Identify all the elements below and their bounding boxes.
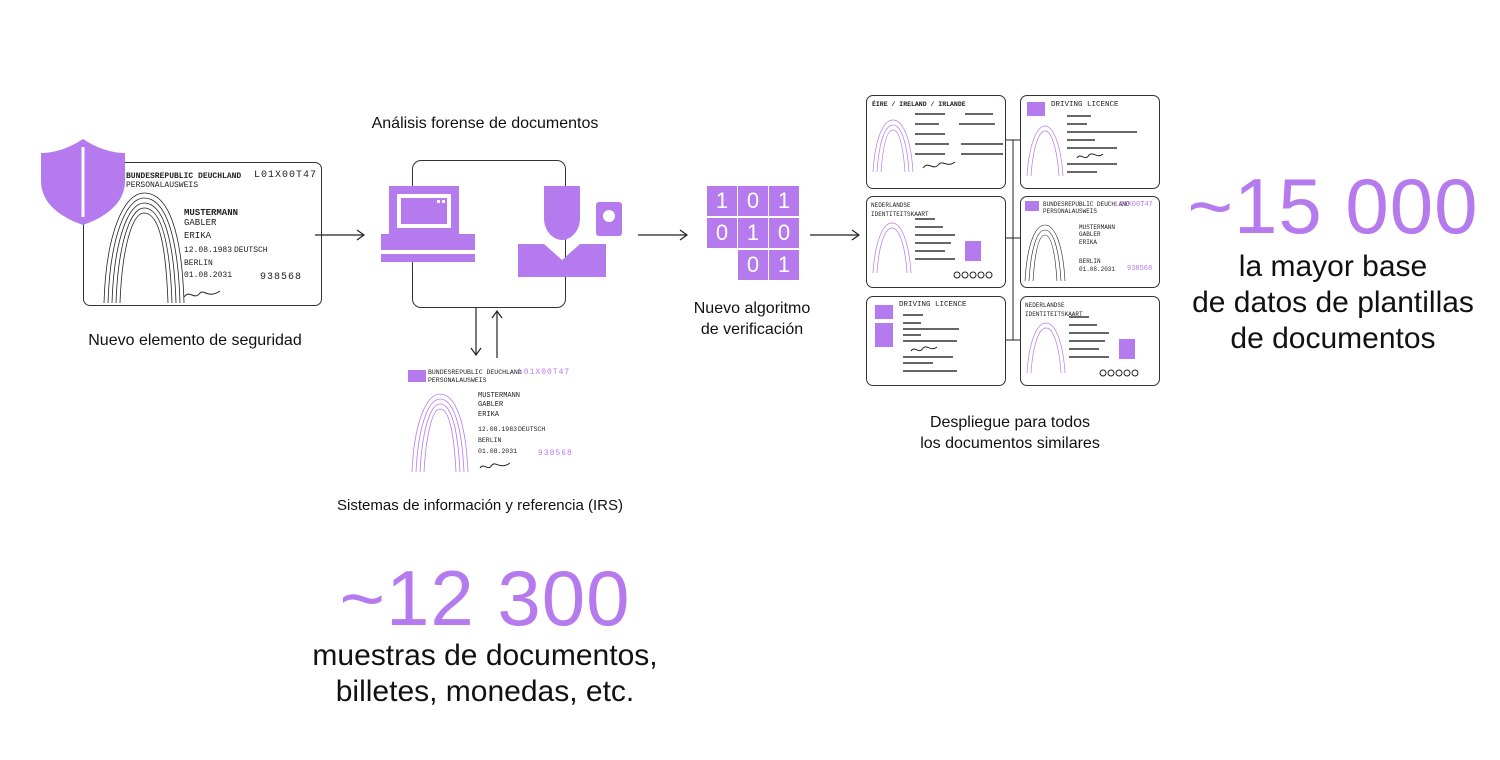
doc-card-netherlands-1: NEDERLANDSE IDENTITEITSKAART xyxy=(866,196,1006,288)
irs-country: BUNDESREPUBLIC DEUCHLAND xyxy=(428,369,522,376)
de-surname: MUSTERMANN xyxy=(1079,224,1116,231)
portrait-silhouette xyxy=(103,192,185,304)
security-element-label: Nuevo elemento de seguridad xyxy=(88,332,302,349)
card-birthname: GABLER xyxy=(184,218,217,228)
irs-expiry: 01.08.2031 xyxy=(478,448,518,455)
nl-portrait-2 xyxy=(1026,322,1066,374)
licence-lines-1 xyxy=(1067,115,1137,173)
card-givenname: ERIKA xyxy=(184,231,212,241)
bit-2-1: 0 xyxy=(707,218,737,248)
irs-label: Sistemas de información y referencia (IR… xyxy=(337,497,623,514)
bit-1-1: 1 xyxy=(707,186,737,216)
card-place: BERLIN xyxy=(184,259,213,268)
grid-connectors xyxy=(1005,139,1020,341)
de-birthname: GABLER xyxy=(1079,231,1101,238)
irs-dob: 12.08.1983 xyxy=(478,426,518,433)
card-nationality: DEUTSCH xyxy=(234,246,268,255)
bit-1-3: 1 xyxy=(769,186,799,216)
deploy-label-2: los documentos similares xyxy=(920,435,1100,452)
card-can: 938568 xyxy=(260,272,303,283)
card-dob: 12.08.1983 xyxy=(184,246,233,255)
de-givenname: ERIKA xyxy=(1079,239,1098,246)
shield-icon xyxy=(41,139,125,225)
irs-birthname: GABLER xyxy=(478,401,504,409)
ireland-portrait xyxy=(872,119,914,173)
irs-givenname: ERIKA xyxy=(478,411,500,419)
id-card-security: BUNDESREPUBLIC DEUCHLAND PERSONALAUSWEIS… xyxy=(83,162,322,306)
samples-count: ~12 300 xyxy=(339,554,631,642)
bit-2-3: 0 xyxy=(769,218,799,248)
irs-place: BERLIN xyxy=(478,437,502,444)
algorithm-label-2: de verificación xyxy=(700,321,804,338)
irs-id-card: BUNDESREPUBLIC DEUCHLAND PERSONALAUSWEIS… xyxy=(406,368,576,476)
chip-icon xyxy=(408,370,426,382)
ireland-header: ÉIRE / IRELAND / IRLANDE xyxy=(872,101,966,108)
irs-surname: MUSTERMANN xyxy=(478,392,521,400)
bit-1-2: 0 xyxy=(738,186,768,216)
card-number: L01X00T47 xyxy=(254,170,318,181)
bit-3-1: 0 xyxy=(738,250,768,280)
de-chip-icon xyxy=(1025,201,1039,211)
bit-2-2: 1 xyxy=(738,218,768,248)
templates-count: ~15 000 xyxy=(1187,162,1479,250)
irs-can: 938568 xyxy=(538,449,573,458)
arrow-3 xyxy=(810,229,861,241)
irs-portrait xyxy=(411,393,469,473)
licence-flag-icon-2 xyxy=(875,305,893,319)
card-country: BUNDESREPUBLIC DEUCHLAND xyxy=(126,172,242,181)
de-expiry: 01.08.2031 xyxy=(1079,266,1116,273)
nl-header-2: NEDERLANDSE IDENTITEITSKAART xyxy=(1025,302,1083,318)
person-id-icon xyxy=(518,186,622,277)
de-country: BUNDESREPUBLIC DEUCHLAND xyxy=(1043,201,1130,208)
signature-icon xyxy=(183,290,221,298)
templates-line3: de documentos xyxy=(1230,322,1436,355)
licence-title-1: DRIVING LICENCE xyxy=(1051,101,1119,109)
de-can: 938568 xyxy=(1127,265,1153,273)
card-surname: MUSTERMANN xyxy=(184,208,239,218)
doc-card-licence-2: DRIVING LICENCE xyxy=(866,296,1006,386)
irs-type: PERSONALAUSWEIS xyxy=(428,377,487,384)
doc-card-ireland: ÉIRE / IRELAND / IRLANDE xyxy=(866,95,1006,189)
algorithm-label-1: Nuevo algoritmo xyxy=(693,300,811,317)
card-type: PERSONALAUSWEIS xyxy=(126,181,199,190)
licence-title-2: DRIVING LICENCE xyxy=(899,301,967,309)
arrow-up xyxy=(491,309,503,358)
samples-line2: billetes, monedas, etc. xyxy=(335,675,635,708)
nl-lines-1 xyxy=(915,218,993,279)
templates-line2: de datos de plantillas xyxy=(1192,286,1474,319)
doc-card-netherlands-2: NEDERLANDSE IDENTITEITSKAART xyxy=(1020,296,1160,386)
irs-signature-icon xyxy=(479,462,511,469)
licence-photo-block xyxy=(875,323,893,347)
doc-card-germany: BUNDESREPUBLIC DEUCHLAND PERSONALAUSWEIS… xyxy=(1020,196,1160,288)
forensic-label: Análisis forense de documentos xyxy=(371,115,599,132)
computer-icon xyxy=(381,186,475,262)
de-type: PERSONALAUSWEIS xyxy=(1043,208,1098,215)
nl-chip-icon-2 xyxy=(1119,339,1135,359)
arrow-down xyxy=(470,308,482,357)
de-place: BERLIN xyxy=(1079,258,1101,265)
de-number: L01X00T47 xyxy=(1115,201,1153,209)
arrow-2 xyxy=(638,229,689,241)
de-portrait xyxy=(1024,224,1066,282)
nl-portrait-1 xyxy=(872,222,912,274)
templates-line1: la mayor base xyxy=(1238,250,1428,283)
licence-lines-2 xyxy=(903,314,959,372)
irs-nationality: DEUTSCH xyxy=(518,426,546,433)
licence-portrait-1 xyxy=(1026,125,1064,177)
arrow-1 xyxy=(315,229,366,241)
ireland-lines xyxy=(915,113,1003,169)
samples-line1: muestras de documentos, xyxy=(312,639,658,672)
nl-chip-icon-1 xyxy=(965,241,981,261)
deploy-label-1: Despliegue para todos xyxy=(929,414,1091,431)
nl-lines-2 xyxy=(1069,316,1139,377)
licence-flag-icon xyxy=(1027,102,1045,116)
bit-3-2: 1 xyxy=(769,250,799,280)
card-expiry: 01.08.2031 xyxy=(184,271,233,280)
doc-card-licence-1: DRIVING LICENCE xyxy=(1020,95,1160,189)
nl-header-1: NEDERLANDSE IDENTITEITSKAART xyxy=(871,202,929,218)
irs-number: L01X00T47 xyxy=(518,368,571,377)
